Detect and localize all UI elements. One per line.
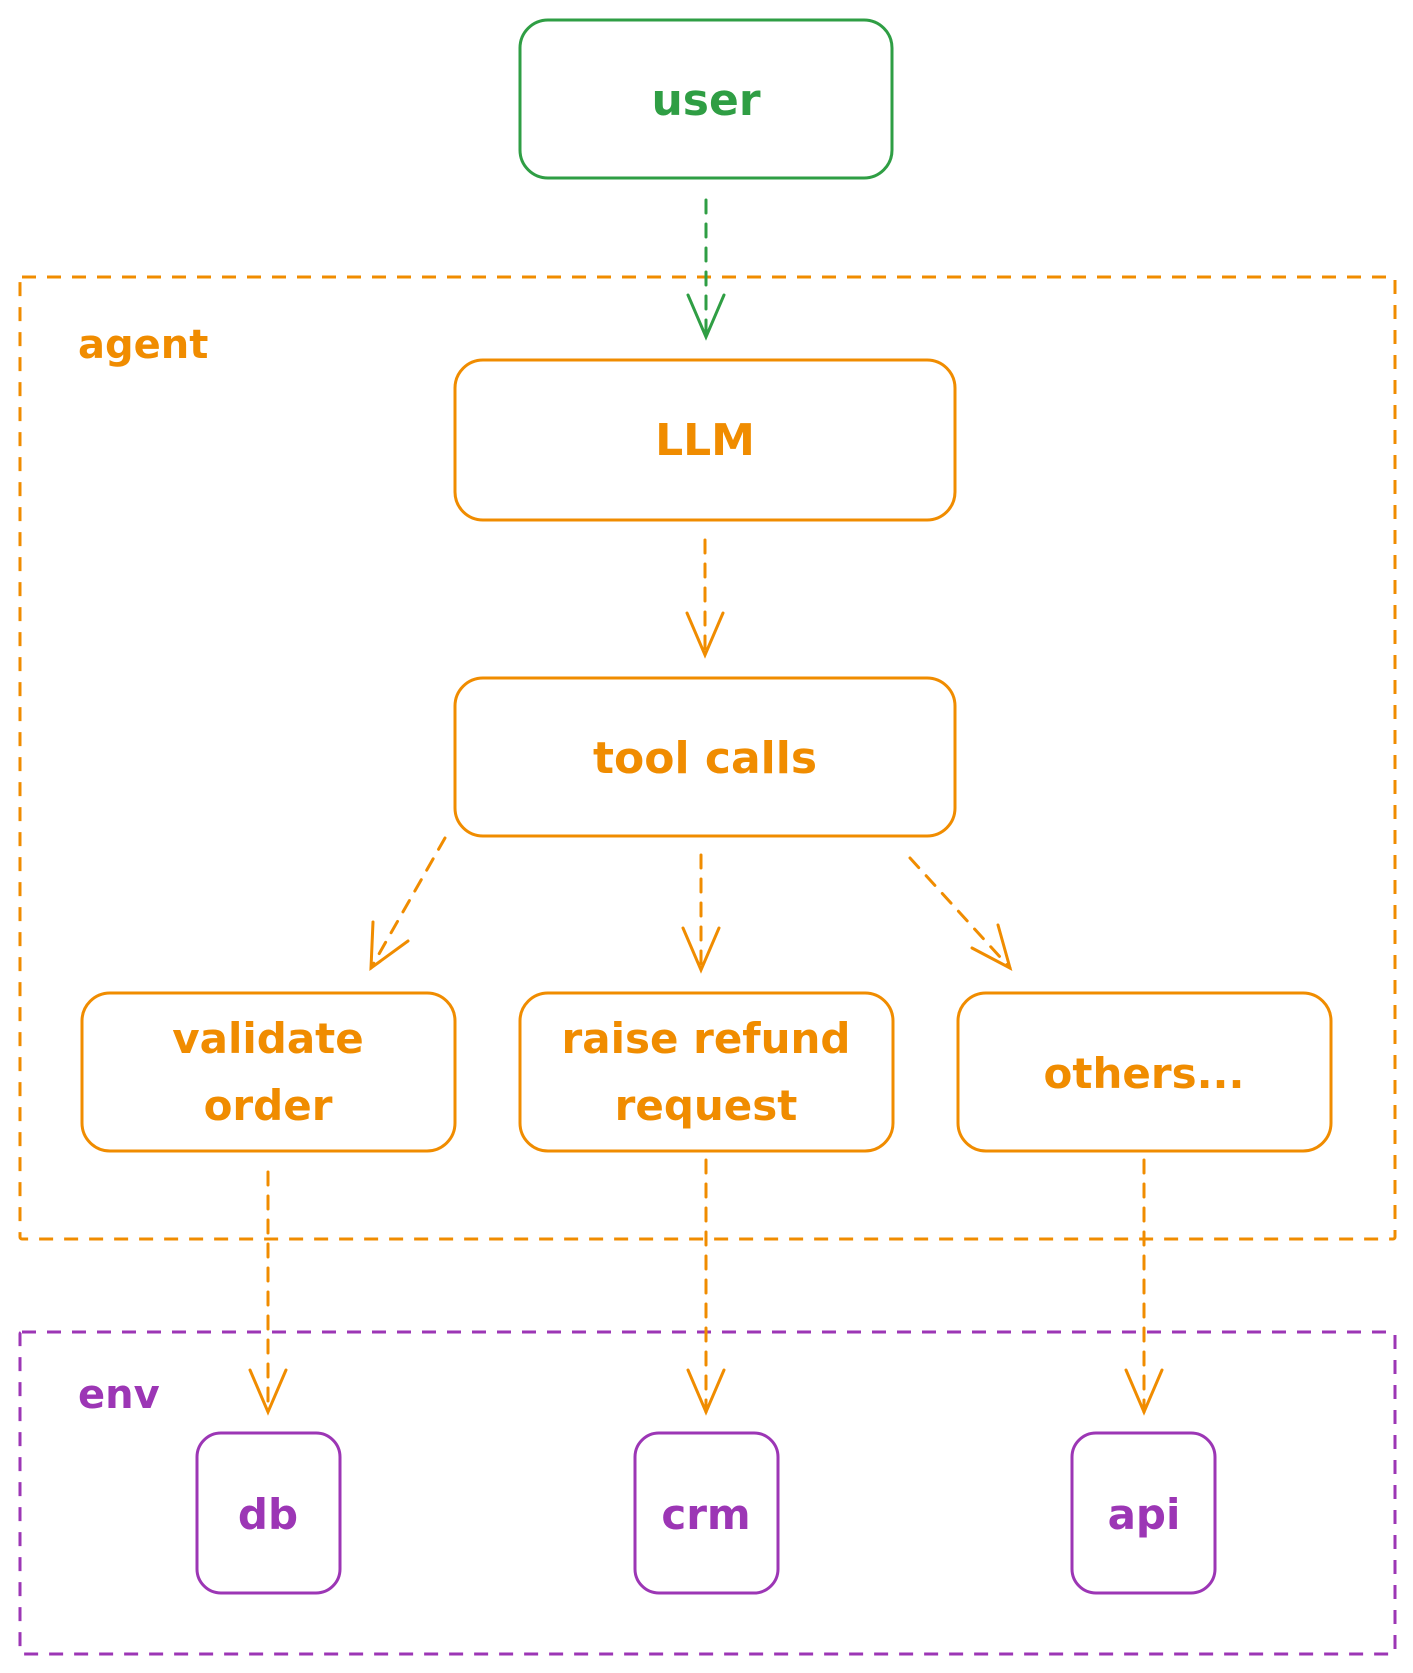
- edge-tool-calls-to-raise-refund: [681, 853, 721, 974]
- others-node: others...: [956, 991, 1333, 1153]
- agent-group-label: agent: [78, 322, 208, 368]
- user-node: user: [518, 18, 894, 180]
- edge-tool-calls-to-validate-order: [369, 836, 447, 972]
- tool-calls-node-label: tool calls: [593, 733, 817, 784]
- edge-llm-to-tool-calls: [685, 538, 725, 659]
- edge-user-to-llm: [686, 198, 726, 341]
- db-node: db: [195, 1431, 342, 1595]
- others-node-label: others...: [1044, 1049, 1245, 1098]
- api-node-label: api: [1108, 1490, 1181, 1539]
- edge-tool-calls-to-others: [908, 856, 1013, 971]
- llm-node-label: LLM: [655, 415, 755, 466]
- tool-calls-node: tool calls: [453, 676, 957, 838]
- user-node-label: user: [651, 75, 760, 126]
- edge-others-to-api: [1124, 1158, 1164, 1416]
- crm-node-label: crm: [661, 1490, 750, 1539]
- validate-order-label-line1: validate: [172, 1014, 363, 1063]
- env-group-label: env: [78, 1372, 160, 1418]
- api-node: api: [1070, 1431, 1217, 1595]
- edge-validate-order-to-db: [248, 1170, 288, 1416]
- validate-order-label-line2: order: [204, 1081, 333, 1130]
- crm-node: crm: [633, 1431, 780, 1595]
- edge-raise-refund-to-crm: [686, 1158, 726, 1416]
- validate-order-node: validate order: [80, 991, 457, 1153]
- raise-refund-label-line2: request: [615, 1081, 798, 1130]
- db-node-label: db: [238, 1490, 298, 1539]
- raise-refund-request-node: raise refund request: [518, 991, 895, 1153]
- llm-node: LLM: [453, 358, 957, 522]
- raise-refund-label-line1: raise refund: [562, 1014, 851, 1063]
